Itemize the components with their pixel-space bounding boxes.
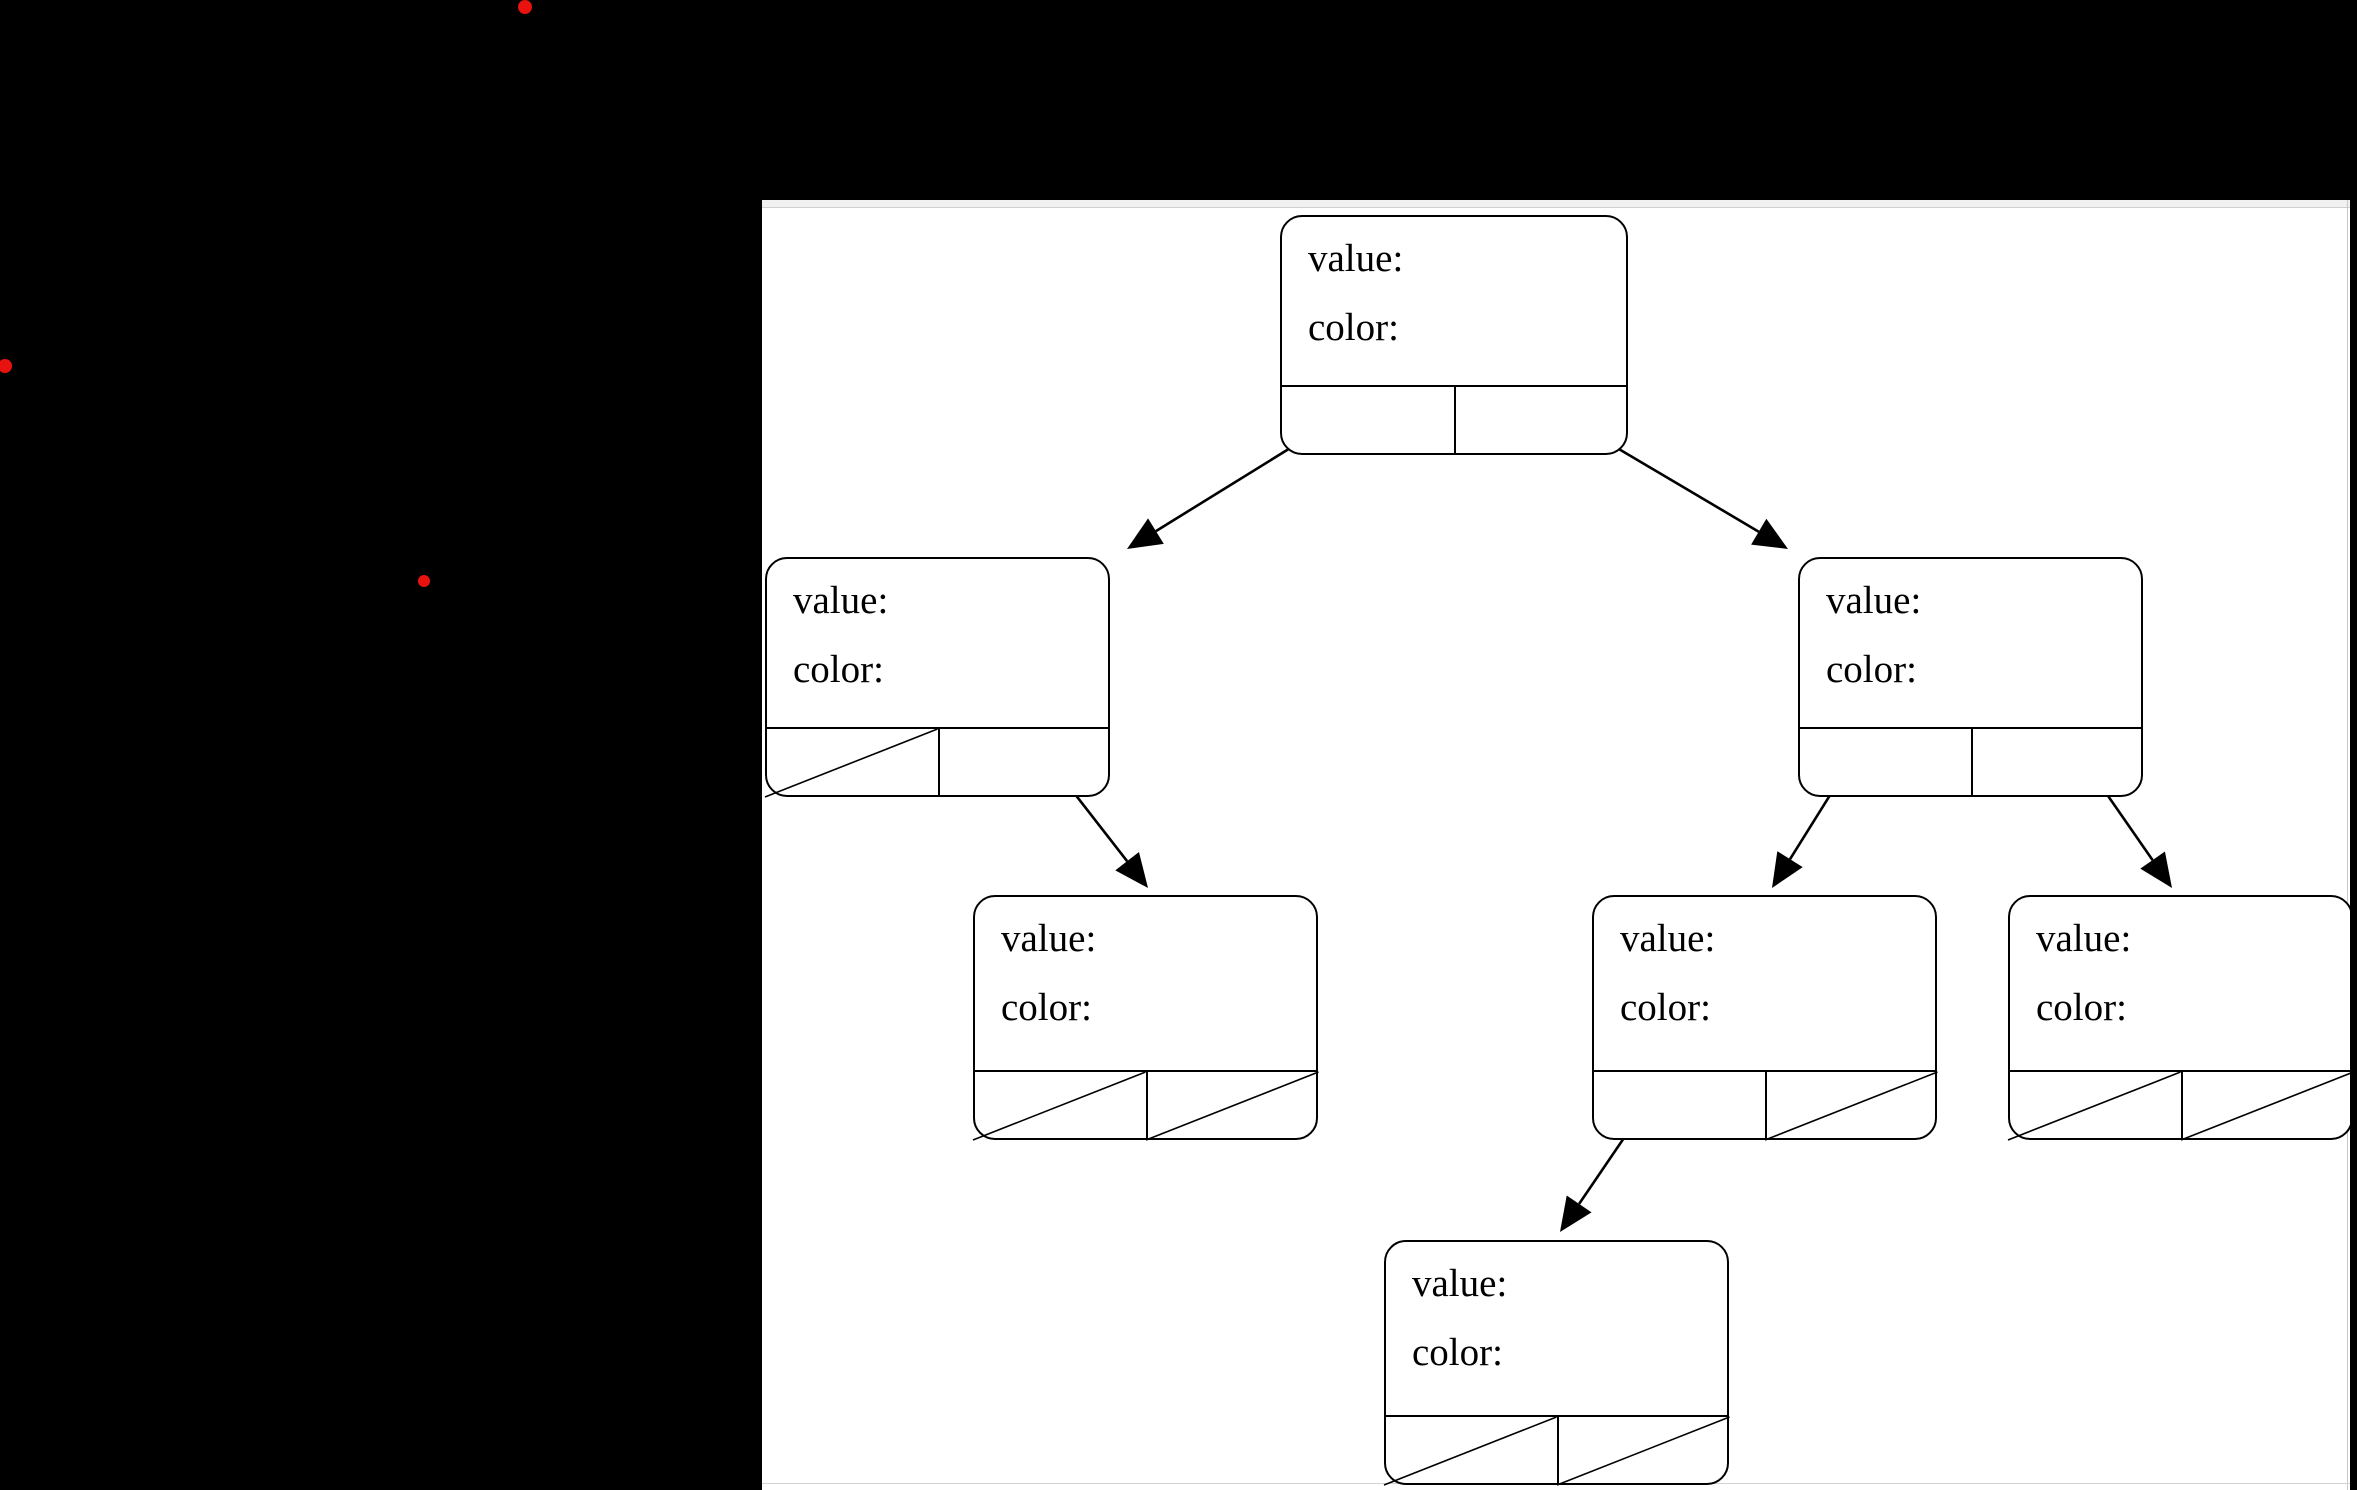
node-value-label: value: [1620, 917, 1716, 960]
node-right-pointer-cell[interactable] [1454, 387, 1628, 455]
node-field-list: value: color: [767, 559, 1108, 689]
tree-node-left-right-grandchild[interactable]: value: color: [973, 895, 1318, 1140]
node-pointer-row [765, 727, 1110, 797]
node-color-label: color: [1620, 986, 1711, 1029]
node-right-pointer-cell[interactable] [1971, 729, 2144, 797]
null-pointer-right-icon [1557, 1417, 1730, 1485]
node-value-label: value: [793, 579, 889, 622]
node-pointer-divider [1454, 387, 1456, 455]
node-pointer-divider [937, 729, 940, 797]
node-right-pointer-cell[interactable] [1765, 1072, 1938, 1140]
node-value-label: value: [2036, 917, 2132, 960]
node-value-label: value: [1001, 917, 1097, 960]
node-pointer-row [973, 1070, 1318, 1140]
node-color-label: color: [1001, 986, 1092, 1029]
tree-node-right-child[interactable]: value: color: [1798, 557, 2143, 797]
null-pointer-left-icon [765, 729, 938, 797]
arrowhead-icon [2140, 851, 2172, 888]
node-pointer-row [1592, 1070, 1937, 1140]
null-pointer-left-icon [973, 1072, 1146, 1140]
node-field-list: value: color: [2010, 897, 2350, 1027]
node-field-list: value: color: [1800, 559, 2141, 689]
node-color-label: color: [793, 648, 884, 691]
node-color-label: color: [2036, 986, 2127, 1029]
window-top-strip [762, 200, 2350, 208]
node-pointer-row [1384, 1415, 1729, 1485]
node-pointer-divider [1970, 729, 1973, 797]
node-left-pointer-cell[interactable] [1592, 1072, 1765, 1140]
node-left-pointer-cell[interactable] [1280, 387, 1454, 455]
node-pointer-divider [2180, 1072, 2183, 1140]
diagram-window[interactable]: value:color:value:color:value:color:valu… [762, 200, 2350, 1490]
node-color-label: color: [1826, 648, 1917, 691]
node-left-pointer-cell[interactable] [973, 1072, 1146, 1140]
node-pointer-row [1280, 385, 1628, 455]
null-pointer-left-icon [1384, 1417, 1557, 1485]
tree-node-right-right-grandchild[interactable]: value: color: [2008, 895, 2350, 1140]
node-left-pointer-cell[interactable] [765, 729, 938, 797]
node-pointer-divider [1764, 1072, 1767, 1140]
node-pointer-divider [1556, 1417, 1559, 1485]
tree-node-left-child[interactable]: value: color: [765, 557, 1110, 797]
node-value-label: value: [1412, 1262, 1508, 1305]
tree-node-deepest-leaf[interactable]: value: color: [1384, 1240, 1729, 1485]
node-right-pointer-cell[interactable] [2181, 1072, 2351, 1140]
arrowhead-icon [1772, 851, 1803, 888]
node-pointer-divider [1145, 1072, 1148, 1140]
tree-node-right-left-grandchild[interactable]: value: color: [1592, 895, 1937, 1140]
arrowhead-icon [1115, 851, 1148, 888]
null-pointer-left-icon [2008, 1072, 2181, 1140]
node-right-pointer-cell[interactable] [1557, 1417, 1730, 1485]
node-field-list: value: color: [1282, 217, 1626, 347]
node-color-label: color: [1412, 1331, 1503, 1374]
arrowhead-icon [1560, 1195, 1592, 1232]
arrowhead-icon [1751, 518, 1788, 549]
marker-dot-top [518, 0, 532, 14]
node-right-pointer-cell[interactable] [938, 729, 1111, 797]
window-right-border[interactable] [2347, 200, 2348, 1490]
node-left-pointer-cell[interactable] [1384, 1417, 1557, 1485]
null-pointer-right-icon [2181, 1072, 2351, 1140]
tree-node-root[interactable]: value: color: [1280, 215, 1628, 455]
node-left-pointer-cell[interactable] [1798, 729, 1971, 797]
marker-dot-mid [418, 575, 430, 587]
node-field-list: value: color: [975, 897, 1316, 1027]
node-pointer-row [1798, 727, 2143, 797]
node-value-label: value: [1308, 237, 1404, 280]
node-left-pointer-cell[interactable] [2008, 1072, 2181, 1140]
arrowhead-icon [1127, 518, 1164, 549]
node-field-list: value: color: [1386, 1242, 1727, 1372]
null-pointer-right-icon [1146, 1072, 1319, 1140]
marker-dot-left [0, 359, 12, 373]
node-field-list: value: color: [1594, 897, 1935, 1027]
node-value-label: value: [1826, 579, 1922, 622]
null-pointer-right-icon [1765, 1072, 1938, 1140]
node-pointer-row [2008, 1070, 2350, 1140]
node-right-pointer-cell[interactable] [1146, 1072, 1319, 1140]
node-color-label: color: [1308, 306, 1399, 349]
